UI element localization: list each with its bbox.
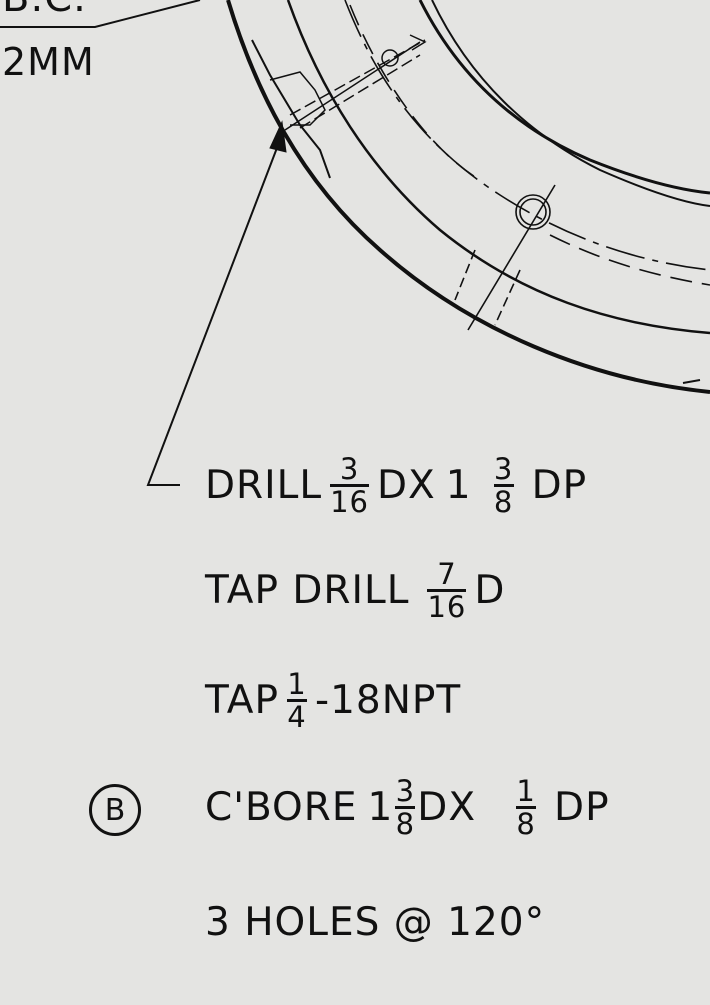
fraction-bar: [287, 699, 307, 702]
denominator: 16: [330, 485, 369, 519]
numerator: 3: [493, 452, 514, 486]
drill-depth-whole: 1: [445, 463, 472, 508]
numerator: 3: [339, 452, 360, 486]
denominator: 16: [427, 590, 467, 624]
numerator: 1: [516, 774, 536, 808]
tap-drill-label: TAP DRILL: [205, 568, 410, 613]
tap-drill-suffix: D: [474, 568, 506, 613]
drill-mid: DX: [377, 463, 436, 508]
callout-b-badge: B: [89, 784, 141, 836]
hole-plan-view: [454, 184, 556, 331]
tap-label: TAP: [205, 678, 279, 723]
fraction-bar: [330, 484, 369, 487]
tap-suffix: -18NPT: [315, 678, 462, 723]
fraction-bar: [493, 484, 514, 487]
dashed-arc: [349, 4, 710, 286]
drill-label: DRILL: [205, 463, 323, 508]
denominator: 8: [395, 807, 416, 841]
hole-section: [251, 34, 427, 179]
cbore-dia-whole: 1: [367, 785, 394, 830]
cbore-suffix: DP: [554, 785, 610, 830]
inner-arc-2: [431, 0, 710, 207]
fraction-bar: [516, 806, 537, 809]
numerator: 7: [437, 557, 457, 591]
inner-arc-1: [418, 0, 710, 195]
edge-mark: [682, 379, 701, 384]
bolt-circle-label: B.C.: [2, 0, 87, 18]
centerline-arc: [344, 0, 710, 271]
denominator: 8: [516, 807, 536, 841]
outer-edge-arc: [226, 0, 710, 394]
second-arc: [286, 0, 710, 335]
cbore-label: C'BORE: [205, 785, 358, 830]
bolt-circle-leader: [0, 0, 201, 28]
denominator: 8: [493, 485, 514, 519]
drill-suffix: DP: [531, 463, 588, 508]
numerator: 3: [395, 774, 416, 808]
leader-arrowhead: [269, 120, 287, 153]
fraction-bar: [395, 806, 416, 809]
denominator: 4: [287, 700, 307, 734]
cbore-mid: DX: [417, 785, 477, 830]
note-leader-line: [146, 139, 281, 486]
bolt-circle-value: 2MM: [2, 40, 95, 84]
holes-note: 3 HOLES @ 120°: [205, 900, 546, 945]
fraction-bar: [427, 589, 467, 592]
numerator: 1: [287, 667, 307, 701]
